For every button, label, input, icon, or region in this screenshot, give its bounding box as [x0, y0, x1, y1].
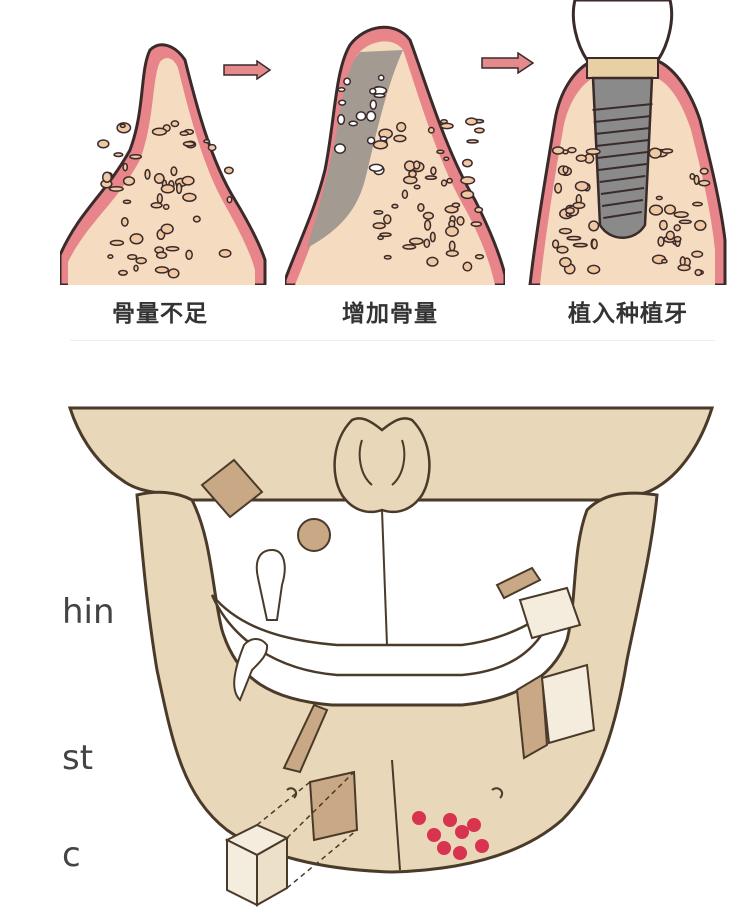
mandible-graft-sites-illustration: [67, 406, 715, 907]
cropped-side-label: hin: [62, 592, 115, 632]
cropped-side-label: c: [62, 835, 81, 875]
marker-dots: [412, 811, 489, 860]
bone-particles: [97, 120, 234, 279]
right-arrow-icon: [481, 52, 535, 74]
cropped-side-label: st: [62, 738, 94, 778]
caption-implant-placement: 植入种植牙: [568, 301, 688, 327]
right-arrow-icon: [223, 60, 272, 80]
caption-bone-augmentation: 增加骨量: [342, 301, 438, 327]
implant-threads: [592, 103, 653, 219]
stage-bone-graft-illustration: [285, 25, 505, 285]
stage-implant-placed-illustration: [528, 0, 727, 285]
graft-cube: [224, 771, 358, 907]
section-divider: [70, 340, 715, 341]
bone-particles: [333, 74, 485, 272]
bone-particles: [551, 146, 711, 277]
stage-insufficient-bone-illustration: [60, 43, 267, 285]
caption-insufficient-bone: 骨量不足: [112, 301, 208, 327]
